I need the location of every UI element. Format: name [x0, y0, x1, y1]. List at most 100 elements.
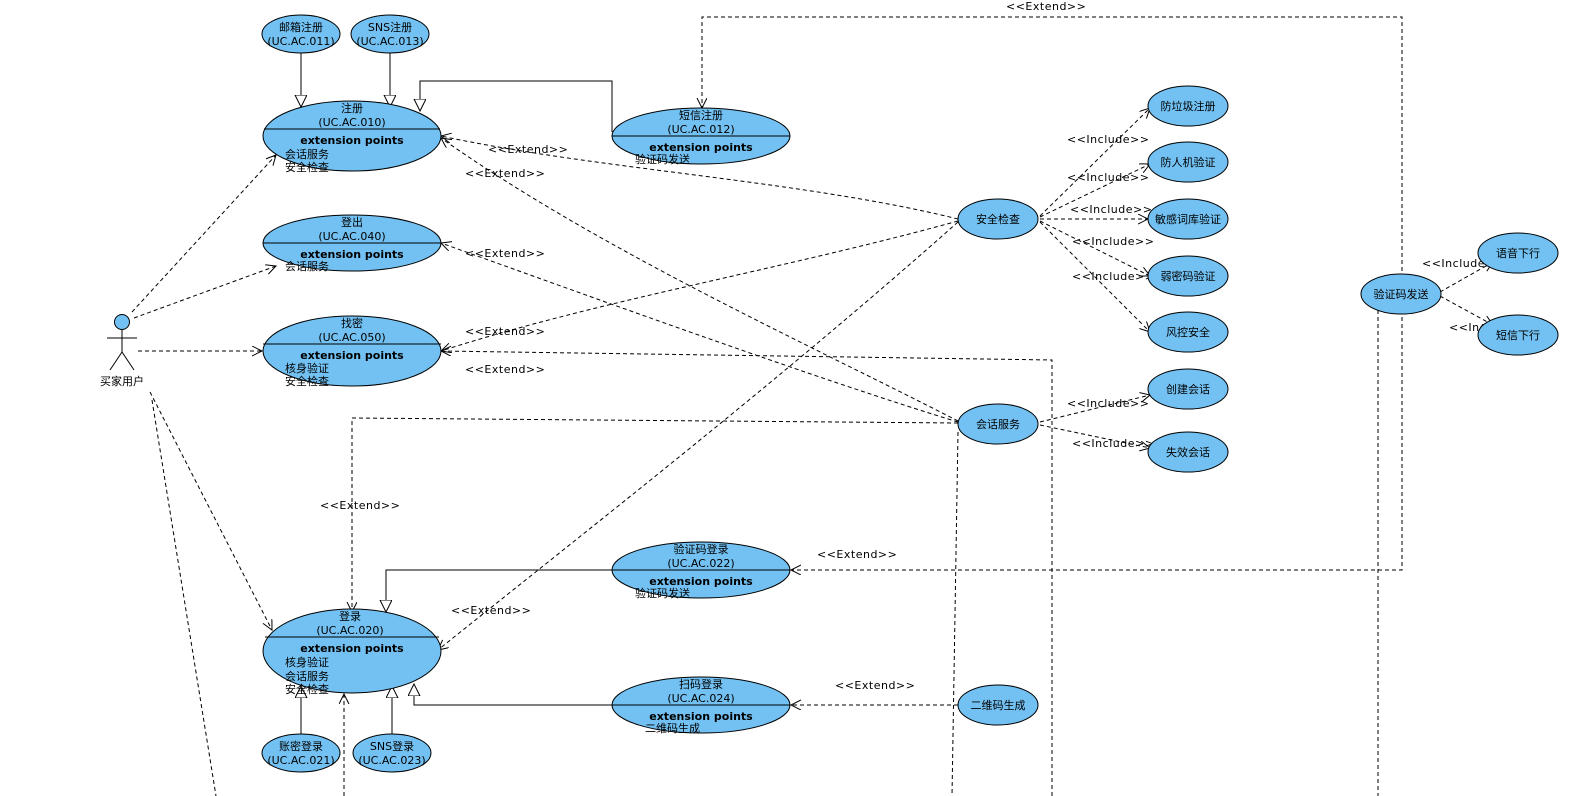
extension-point-item: 二维码生成	[645, 721, 700, 735]
ext-label: <<Extend>>	[465, 325, 545, 338]
ext-session-login	[352, 417, 959, 612]
use-case-logout[interactable]: 登出 (UC.AC.040) extension points 会话服务	[262, 214, 442, 273]
use-case-name: SNS登录	[370, 739, 414, 753]
use-case-email-register[interactable]: 邮箱注册 (UC.AC.011)	[261, 14, 341, 54]
use-case-id: (UC.AC.040)	[318, 230, 385, 243]
use-case-name: 语音下行	[1496, 246, 1540, 260]
inc-security-antibot	[1039, 164, 1150, 218]
connectors	[131, 16, 1493, 796]
use-case-id: (UC.AC.012)	[667, 123, 734, 136]
use-case-name: 失效会话	[1166, 445, 1210, 459]
use-case-id: (UC.AC.022)	[667, 557, 734, 570]
use-case-id: (UC.AC.010)	[318, 116, 385, 129]
inc-label: <<Include>>	[1067, 133, 1149, 146]
inc-label: <<Include>>	[1072, 235, 1154, 248]
extension-points-title: extension points	[649, 141, 753, 154]
ext-label: <<Extend>>	[488, 143, 568, 156]
use-case-name: SNS注册	[368, 20, 412, 34]
use-case-name: 敏感词库验证	[1155, 212, 1221, 226]
ext-label: <<Extend>>	[465, 247, 545, 260]
use-case-qr-generate[interactable]: 二维码生成	[957, 684, 1039, 726]
extension-point-item: 安全检查	[285, 160, 329, 174]
ext-label: <<Extend>>	[1006, 0, 1086, 13]
use-case-weak-password[interactable]: 弱密码验证	[1147, 255, 1229, 297]
use-case-sms-down[interactable]: 短信下行	[1477, 314, 1559, 356]
ext-label: <<Extend>>	[835, 679, 915, 692]
ext-codesend-smsreg	[702, 16, 1403, 278]
use-case-session-service[interactable]: 会话服务	[957, 403, 1039, 445]
use-case-sms-register[interactable]: 短信注册 (UC.AC.012) extension points 验证码发送	[611, 107, 791, 166]
use-case-sns-login[interactable]: SNS登录 (UC.AC.023)	[352, 733, 432, 773]
inc-codesend-sms	[1439, 295, 1493, 325]
use-case-name: 账密登录	[279, 739, 323, 753]
ext-session-logout	[441, 243, 959, 423]
inc-label: <<Include>>	[1070, 203, 1152, 216]
ext-security-register	[441, 136, 959, 220]
inc-session-invalidate	[1039, 424, 1150, 448]
use-case-id: (UC.AC.011)	[267, 35, 334, 48]
inc-label: <<Include>>	[1072, 270, 1154, 283]
use-case-name: 扫码登录	[679, 677, 723, 691]
use-case-create-session[interactable]: 创建会话	[1147, 368, 1229, 410]
use-case-id: (UC.AC.050)	[318, 331, 385, 344]
use-case-risk-control[interactable]: 风控安全	[1147, 311, 1229, 353]
use-case-name: 安全检查	[976, 212, 1020, 226]
extension-points-title: extension points	[300, 248, 404, 261]
extension-point-item: 会话服务	[285, 148, 329, 161]
extension-point-item: 会话服务	[285, 670, 329, 683]
use-case-scan-login[interactable]: 扫码登录 (UC.AC.024) extension points 二维码生成	[611, 676, 791, 735]
use-case-register[interactable]: 注册 (UC.AC.010) extension points 会话服务 安全检…	[262, 100, 442, 174]
assoc-actor-login	[149, 391, 272, 630]
extension-points-title: extension points	[300, 349, 404, 362]
use-case-name: 验证码登录	[674, 542, 729, 556]
use-case-name: 短信注册	[679, 108, 723, 122]
use-case-sns-register[interactable]: SNS注册 (UC.AC.013)	[350, 14, 430, 54]
use-case-code-send[interactable]: 验证码发送	[1360, 273, 1442, 315]
use-case-security-check[interactable]: 安全检查	[957, 198, 1039, 240]
use-case-code-login[interactable]: 验证码登录 (UC.AC.022) extension points 验证码发送	[611, 541, 791, 600]
ext-label: <<Extend>>	[465, 167, 545, 180]
ext-label: <<Extend>>	[320, 499, 400, 512]
ext-label: <<Extend>>	[817, 548, 897, 561]
use-case-name: 二维码生成	[971, 698, 1026, 712]
actor-head	[114, 314, 130, 330]
use-case-anti-bot[interactable]: 防人机验证	[1147, 141, 1229, 183]
extension-points-title: extension points	[300, 134, 404, 147]
gen-sms-register	[420, 80, 613, 132]
actor-label: 买家用户	[100, 374, 144, 388]
extension-point-item: 安全检查	[285, 374, 329, 388]
inc-label: <<Include>>	[1067, 171, 1149, 184]
ext-session-down	[951, 431, 959, 796]
gen-code-login	[386, 569, 612, 612]
use-case-account-login[interactable]: 账密登录 (UC.AC.021)	[261, 733, 341, 773]
extension-point-item: 验证码发送	[635, 586, 690, 600]
assoc-actor-logout	[133, 266, 276, 319]
gen-scan-login	[414, 684, 612, 706]
use-case-login[interactable]: 登录 (UC.AC.020) extension points 核身验证 会话服…	[262, 608, 442, 696]
use-case-id: (UC.AC.013)	[356, 35, 423, 48]
use-case-name: 注册	[341, 101, 363, 115]
use-case-sensitive-words[interactable]: 敏感词库验证	[1147, 198, 1229, 240]
use-case-name: 短信下行	[1496, 328, 1540, 342]
inc-security-risk	[1039, 221, 1150, 332]
actor-buyer[interactable]: 买家用户	[100, 314, 144, 389]
use-case-invalidate-session[interactable]: 失效会话	[1147, 431, 1229, 473]
inc-security-antispam	[1039, 108, 1150, 217]
use-case-find-password[interactable]: 找密 (UC.AC.050) extension points 核身验证 安全检…	[262, 315, 442, 388]
assoc-actor-down	[151, 399, 217, 796]
use-case-anti-spam[interactable]: 防垃圾注册	[1147, 85, 1229, 127]
ext-findpw-right	[441, 351, 1053, 796]
use-case-name: 防垃圾注册	[1161, 99, 1216, 113]
ext-label: <<Extend>>	[451, 604, 531, 617]
ext-security-findpw	[441, 220, 959, 351]
extension-point-item: 验证码发送	[635, 152, 690, 166]
use-case-name: 验证码发送	[1374, 287, 1429, 301]
extension-points-title: extension points	[649, 710, 753, 723]
use-case-id: (UC.AC.024)	[667, 692, 734, 705]
use-case-id: (UC.AC.023)	[358, 754, 425, 767]
use-case-name: 会话服务	[976, 418, 1020, 431]
extension-point-item: 会话服务	[285, 260, 329, 273]
use-case-voice-down[interactable]: 语音下行	[1477, 232, 1559, 274]
ext-label: <<Extend>>	[465, 363, 545, 376]
